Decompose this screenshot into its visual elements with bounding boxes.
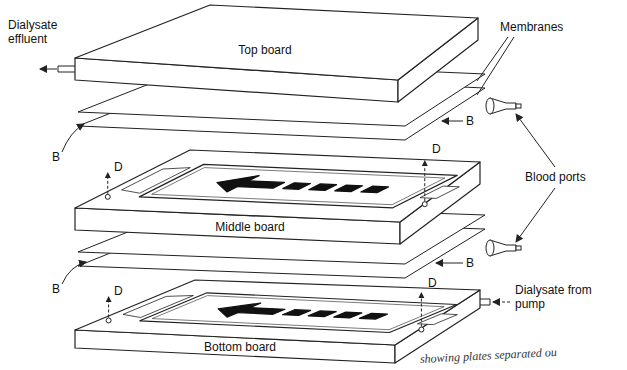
flow-arrow-dash — [283, 310, 311, 316]
figure-caption: showing plates separated ou — [420, 345, 558, 367]
board-plate: Bottom board — [75, 280, 480, 363]
board-top-face — [75, 280, 480, 345]
flow-letter: D — [114, 284, 123, 298]
dialysate-hole — [106, 318, 111, 323]
flow-letter: B — [52, 282, 60, 296]
flow-channel-inner — [152, 296, 444, 330]
dialysate-flow-arrow — [107, 178, 108, 194]
flow-arrow-dash — [283, 183, 311, 190]
flow-letter: B — [466, 256, 474, 270]
blood-flow-arrow — [442, 121, 463, 122]
flow-arrow-dash — [359, 313, 387, 319]
flow-letter: D — [114, 160, 123, 174]
flow-arrow-dash — [309, 184, 337, 191]
part-label: Membranes — [500, 20, 563, 34]
flow-arrow-dash — [335, 185, 363, 192]
blood-notch — [122, 168, 191, 194]
flow-arrow-dash — [334, 312, 362, 318]
dialysate-arrow-head — [422, 160, 428, 166]
dialysate-flow-arrow — [424, 166, 425, 201]
board-top-face — [75, 150, 480, 222]
board-outline — [75, 280, 480, 363]
flow-arrow-dash — [308, 311, 336, 317]
effluent-tube — [40, 66, 76, 72]
blood-flow-arrow — [62, 124, 84, 152]
part-label: Dialysate effluent — [8, 18, 74, 46]
flow-letter: D — [428, 276, 437, 290]
inlet-tube — [476, 299, 510, 305]
dialysate-arrow-head — [106, 296, 112, 302]
flow-letter: B — [52, 150, 60, 164]
blood-notch — [123, 296, 193, 318]
leader-line — [516, 188, 555, 242]
dialysate-arrow-head — [105, 172, 111, 178]
leader-line — [516, 114, 555, 167]
blood-flow-arrow — [62, 262, 86, 284]
part-label: Blood ports — [525, 170, 586, 184]
flow-channel — [140, 293, 457, 333]
board-top-face — [75, 5, 478, 80]
dialysate-flow-arrow — [421, 298, 422, 327]
dialysate-arrow-head — [418, 292, 424, 298]
blood-port — [486, 98, 521, 114]
board-label: Top board — [238, 43, 291, 57]
flow-letter: D — [432, 142, 441, 156]
flow-channel-inner — [152, 168, 445, 205]
blood-port — [486, 240, 521, 256]
board-label: Middle board — [215, 220, 284, 234]
flow-channel — [139, 164, 457, 207]
flow-letter: B — [466, 114, 474, 128]
dialysate-hole — [419, 327, 424, 332]
leader-line — [477, 37, 514, 95]
dialysate-hole — [422, 202, 427, 207]
blood-notch — [420, 186, 459, 198]
board-plate: Middle board — [75, 150, 480, 244]
board-plate: Top board — [75, 5, 478, 102]
board-label: Bottom board — [204, 340, 276, 354]
leader-line — [477, 37, 508, 81]
dialysate-flow-arrow — [108, 302, 109, 317]
blood-flow-arrow — [436, 263, 463, 264]
flow-arrow-dash — [361, 186, 389, 193]
flow-arrow-shaft — [238, 308, 285, 315]
part-label: Dialysate from pump — [515, 283, 615, 311]
dialysate-hole — [105, 194, 110, 199]
blood-notch — [417, 314, 457, 325]
flow-arrow-shaft — [237, 181, 284, 188]
